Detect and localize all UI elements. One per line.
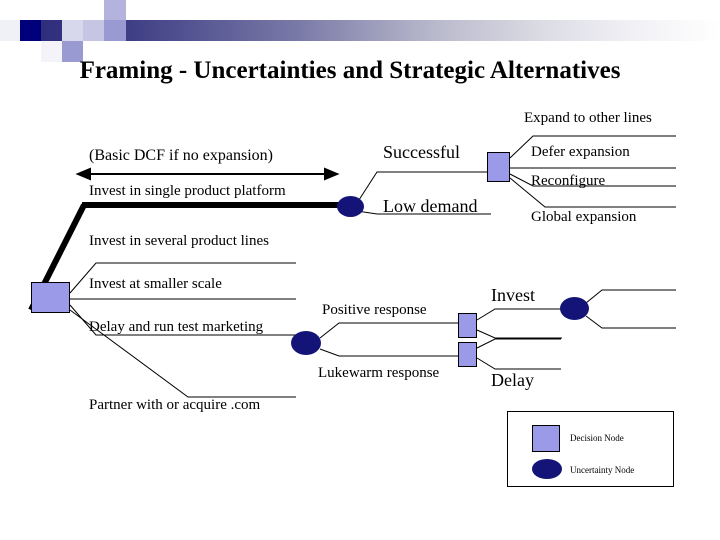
deco-square: [62, 0, 83, 20]
deco-square-dark: [20, 20, 41, 41]
deco-square: [104, 20, 126, 41]
post-test-label-invest: Invest: [491, 285, 535, 305]
outcome-label-low-demand: Low demand: [383, 196, 478, 216]
deco-square: [41, 41, 62, 62]
outcome-label-successful: Successful: [383, 142, 460, 162]
legend-box: Decision Node Uncertainty Node: [507, 411, 674, 487]
legend-label-uncertainty-node: Uncertainty Node: [570, 465, 635, 475]
uncertainty-node-final[interactable]: [560, 297, 589, 320]
deco-square: [0, 20, 20, 41]
deco-square: [62, 20, 83, 41]
decision-node-root[interactable]: [31, 282, 70, 313]
deco-square: [104, 0, 126, 20]
expansion-label-expand-other-lines: Expand to other lines: [524, 110, 652, 126]
page-title: Framing - Uncertainties and Strategic Al…: [79, 57, 621, 84]
deco-square: [83, 41, 104, 62]
header-square-motif: [0, 0, 126, 62]
decision-node-delay[interactable]: [458, 342, 477, 367]
expansion-label-defer-expansion: Defer expansion: [531, 144, 630, 160]
branch-label-invest-smaller-scale: Invest at smaller scale: [89, 276, 222, 292]
invest-branch-lines: [476, 308, 562, 339]
basic-dcf-annotation: (Basic DCF if no expansion): [89, 147, 273, 164]
delay-branch-lines: [476, 338, 561, 370]
deco-square: [0, 0, 20, 20]
legend-label-decision-node: Decision Node: [570, 433, 624, 443]
branch-label-invest-single-platform: Invest in single product platform: [89, 183, 286, 199]
deco-square: [83, 20, 104, 41]
decision-node-invest[interactable]: [458, 313, 477, 338]
test-outcome-label-positive: Positive response: [322, 302, 427, 318]
legend-decision-node-swatch: [532, 425, 560, 452]
test-outcome-lines: [319, 322, 458, 357]
deco-square: [41, 0, 62, 20]
header-gradient-bar: [41, 20, 720, 41]
branch-label-delay-test-marketing: Delay and run test marketing: [89, 319, 264, 335]
test-outcome-label-lukewarm: Lukewarm response: [318, 365, 440, 381]
decision-node-expansion[interactable]: [487, 152, 510, 182]
branch-label-partner-acquire: Partner with or acquire .com: [89, 397, 261, 413]
branch-label-invest-several-lines: Invest in several product lines: [89, 233, 269, 249]
post-test-label-delay: Delay: [491, 370, 534, 390]
expansion-label-global-expansion: Global expansion: [531, 209, 637, 225]
final-outcome-lines: [585, 289, 676, 329]
deco-square: [62, 41, 83, 62]
uncertainty-node-test-marketing[interactable]: [291, 331, 321, 355]
expansion-label-reconfigure: Reconfigure: [531, 173, 606, 189]
legend-uncertainty-node-swatch: [532, 459, 562, 479]
basic-dcf-arrow: [75, 167, 340, 181]
uncertainty-node-platform[interactable]: [337, 196, 364, 217]
deco-square: [20, 0, 41, 20]
highlighted-path: [28, 202, 344, 312]
